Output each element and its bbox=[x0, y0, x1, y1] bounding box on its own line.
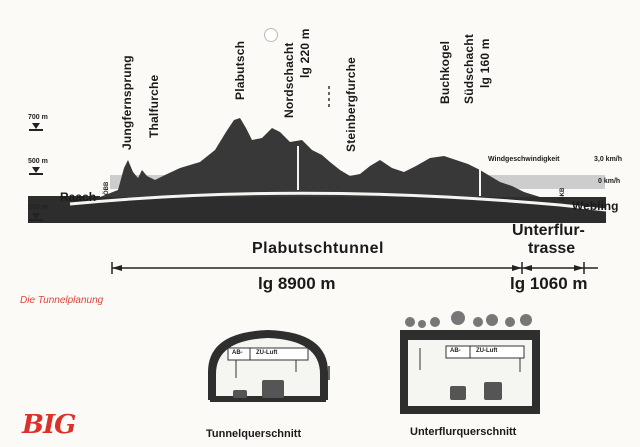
elev-300: 300 m bbox=[28, 204, 48, 211]
under-name-1: Unterflur- bbox=[512, 222, 585, 239]
tunnel-zu-label: ZU-Luft bbox=[256, 350, 278, 356]
elev-700: 700 m bbox=[28, 114, 48, 121]
label-steinbergfurche: Steinbergfurche bbox=[344, 56, 358, 152]
elev-300-bar bbox=[29, 219, 43, 221]
label-thalfurche: Thalfurche bbox=[147, 74, 161, 138]
underground-cross-section bbox=[400, 311, 540, 414]
big-logo: BIG bbox=[22, 410, 76, 440]
arrow-right bbox=[574, 265, 584, 271]
side-gkb: GKB bbox=[560, 187, 566, 201]
arrow-left bbox=[112, 265, 122, 271]
wind-value-2: 0 km/h bbox=[598, 178, 621, 185]
under-ab-label: AB- bbox=[450, 348, 461, 354]
label-jungfernsprung: Jungfernsprung bbox=[120, 55, 134, 150]
under-zu-label: ZU-Luft bbox=[476, 348, 498, 354]
tunnel-ab-label: AB- bbox=[232, 350, 243, 356]
label-buchkogel: Buchkogel bbox=[438, 40, 452, 104]
tunnel-name: Plabutschtunnel bbox=[252, 240, 384, 257]
arrow-mid-r bbox=[522, 265, 532, 271]
caption: Die Tunnelplanung bbox=[20, 295, 104, 306]
mountain-silhouette bbox=[100, 118, 540, 197]
under-cross-label: Unterflurquerschnitt bbox=[410, 426, 517, 438]
hole-punch bbox=[264, 28, 278, 42]
elev-700-bar bbox=[29, 129, 43, 131]
label-suedschacht: Südschacht bbox=[462, 33, 476, 104]
elev-500-bar bbox=[29, 173, 43, 175]
under-length: lg 1060 m bbox=[510, 274, 588, 293]
wind-label: Windgeschwindigkeit bbox=[488, 156, 560, 163]
elev-300-mark bbox=[32, 213, 40, 219]
side-oebb: ÖBB bbox=[104, 181, 110, 195]
wind-value-1: 3,0 km/h bbox=[594, 156, 623, 163]
under-name-2: trasse bbox=[528, 240, 576, 257]
place-webling: Webling bbox=[572, 199, 619, 213]
elev-500: 500 m bbox=[28, 158, 48, 165]
tunnel-length: lg 8900 m bbox=[258, 274, 336, 293]
place-raach: Raach bbox=[60, 190, 97, 204]
elev-700-mark bbox=[32, 123, 40, 129]
label-nordschacht-len: lg 220 m bbox=[298, 28, 312, 78]
label-suedschacht-len: lg 160 m bbox=[478, 38, 492, 88]
tunnel-cross-label: Tunnelquerschnitt bbox=[206, 428, 302, 440]
tunnel-line bbox=[69, 191, 607, 212]
label-nordschacht: Nordschacht bbox=[282, 42, 296, 118]
elev-500-mark bbox=[32, 167, 40, 173]
arrow-mid-l bbox=[512, 265, 522, 271]
surface-trees bbox=[405, 311, 532, 328]
tunnel-cross-section bbox=[208, 330, 330, 402]
label-plabutsch: Plabutsch bbox=[233, 40, 247, 100]
